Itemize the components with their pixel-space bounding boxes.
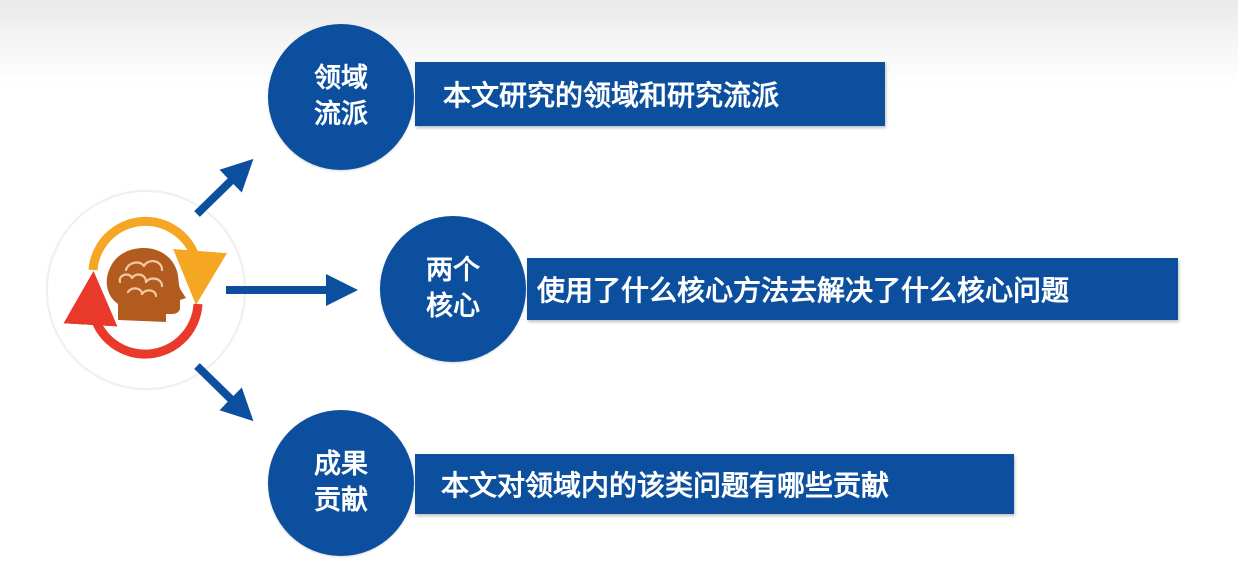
node-description-text: 本文研究的领域和研究流派 [443,79,780,112]
cycle-arrow-red-icon [63,271,203,359]
brain-icon [118,260,164,298]
node-description-text: 本文对领域内的该类问题有哪些贡献 [441,469,890,502]
arrow-to-node-3 [194,363,254,422]
node-circle-label: 两个核心 [426,255,480,322]
head-brain-cycle-icon [63,216,227,359]
arrow-to-node-1 [194,158,254,217]
node-circle-label: 成果贡献 [314,449,368,516]
node-circle-field: 领域流派 [268,24,414,170]
node-description-bar: 使用了什么核心方法去解决了什么核心问题 [527,258,1178,320]
node-description-text: 使用了什么核心方法去解决了什么核心问题 [537,274,1070,307]
node-circle-contribution: 成果贡献 [268,410,414,556]
node-circle-core: 两个核心 [380,216,526,362]
central-hub [48,192,244,388]
node-description-bar: 本文对领域内的该类问题有哪些贡献 [415,454,1014,514]
node-circle-label: 领域流派 [314,63,368,130]
cycle-arrow-orange-icon [88,216,227,305]
node-description-bar: 本文研究的领域和研究流派 [415,62,885,126]
